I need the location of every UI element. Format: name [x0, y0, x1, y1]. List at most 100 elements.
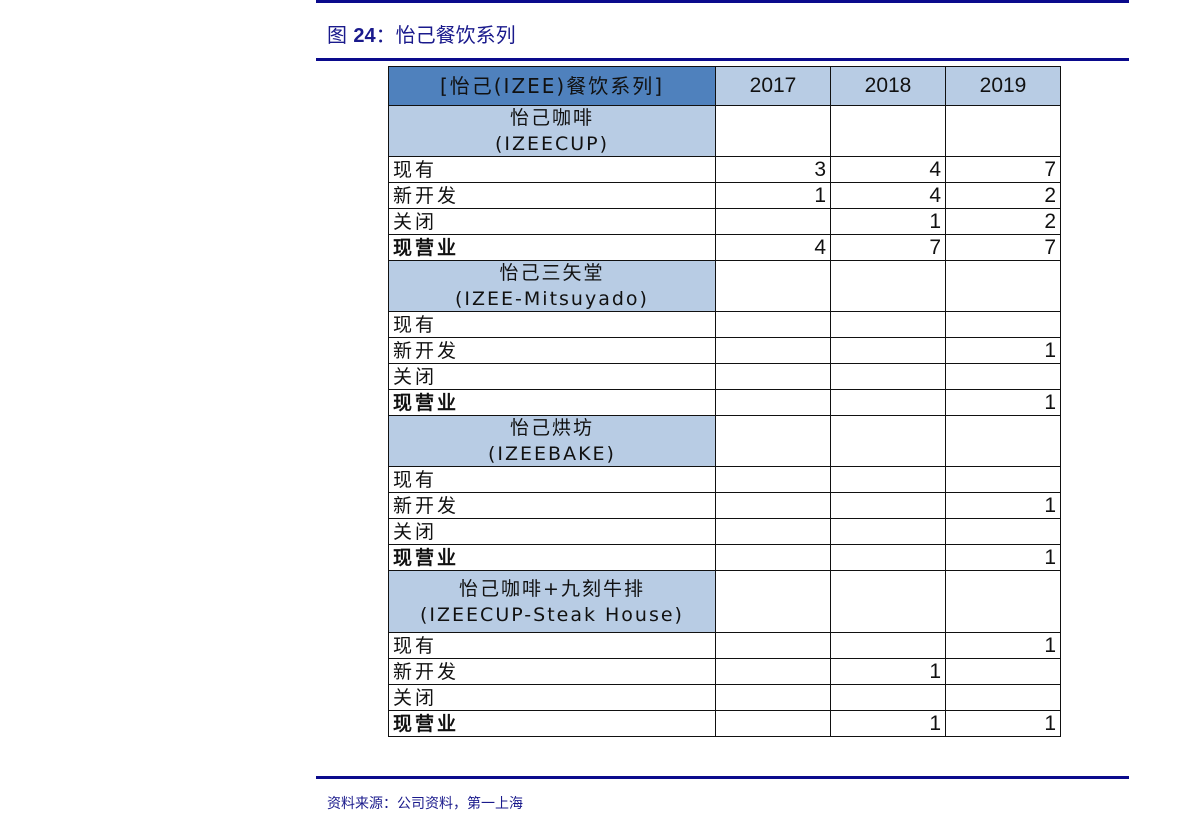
- value-cell: 2: [945, 208, 1061, 235]
- value-cell: 7: [830, 234, 946, 261]
- empty-cell: [715, 260, 831, 312]
- table-row: 新开发 1: [388, 492, 1061, 519]
- section-name: 怡己三矢堂: [499, 262, 605, 284]
- value-cell: [715, 208, 831, 235]
- section-title: 怡己三矢堂 (IZEE-Mitsuyado): [388, 260, 716, 312]
- row-label: 关闭: [388, 684, 716, 711]
- value-cell: [715, 466, 831, 493]
- section-name: 怡己烘坊: [509, 417, 594, 439]
- value-cell: 4: [830, 182, 946, 209]
- table-row: 关闭: [388, 518, 1061, 545]
- empty-cell: [830, 260, 946, 312]
- section-name: 怡己咖啡: [509, 107, 594, 129]
- empty-cell: [715, 415, 831, 467]
- row-label: 现有: [388, 632, 716, 659]
- empty-cell: [945, 260, 1061, 312]
- value-cell: [830, 632, 946, 659]
- row-label: 新开发: [388, 337, 716, 364]
- section-title: 怡己烘坊 (IZEEBAKE): [388, 415, 716, 467]
- section-header-row: 怡己三矢堂 (IZEE-Mitsuyado): [388, 260, 1061, 312]
- value-cell: 1: [830, 658, 946, 685]
- value-cell: [945, 311, 1061, 338]
- row-label: 现有: [388, 311, 716, 338]
- header-label: [怡己(IZEE)餐饮系列]: [388, 66, 716, 106]
- value-cell: 2: [945, 182, 1061, 209]
- header-year: 2019: [945, 66, 1061, 106]
- value-cell: 1: [830, 710, 946, 737]
- value-cell: 7: [945, 234, 1061, 261]
- table-row: 现有: [388, 466, 1061, 493]
- top-rule: [316, 0, 1129, 3]
- row-label: 新开发: [388, 492, 716, 519]
- empty-cell: [945, 415, 1061, 467]
- value-cell: [830, 363, 946, 390]
- bottom-rule: [316, 776, 1129, 779]
- value-cell: [830, 492, 946, 519]
- figure-title: 图 24：怡己餐饮系列: [327, 19, 516, 48]
- empty-cell: [830, 415, 946, 467]
- value-cell: [830, 684, 946, 711]
- value-cell: [945, 518, 1061, 545]
- empty-cell: [945, 105, 1061, 157]
- value-cell: 1: [715, 182, 831, 209]
- row-label: 现营业: [388, 389, 716, 416]
- header-year: 2017: [715, 66, 831, 106]
- value-cell: [830, 518, 946, 545]
- value-cell: [715, 389, 831, 416]
- empty-cell: [830, 570, 946, 633]
- row-label: 关闭: [388, 208, 716, 235]
- row-label: 现营业: [388, 234, 716, 261]
- table-row: 现营业 1: [388, 389, 1061, 416]
- value-cell: [715, 710, 831, 737]
- value-cell: 4: [715, 234, 831, 261]
- empty-cell: [945, 570, 1061, 633]
- table-row: 现有: [388, 311, 1061, 338]
- section-sub: (IZEE-Mitsuyado): [455, 288, 649, 310]
- section-header-row: 怡己咖啡(IZEECUP): [388, 105, 1061, 157]
- row-label: 现有: [388, 156, 716, 183]
- value-cell: [715, 632, 831, 659]
- value-cell: [830, 311, 946, 338]
- value-cell: [715, 337, 831, 364]
- table-row: 关闭: [388, 363, 1061, 390]
- row-label: 现有: [388, 466, 716, 493]
- value-cell: 7: [945, 156, 1061, 183]
- empty-cell: [715, 105, 831, 157]
- title-number: 24: [353, 25, 376, 47]
- section-sub: (IZEECUP-Steak House): [420, 603, 684, 626]
- value-cell: [830, 544, 946, 571]
- section-name: 怡己咖啡+九刻牛排: [459, 577, 645, 600]
- value-cell: 1: [945, 492, 1061, 519]
- value-cell: 1: [945, 710, 1061, 737]
- section-title: 怡己咖啡+九刻牛排 (IZEECUP-Steak House): [388, 570, 716, 633]
- header-year: 2018: [830, 66, 946, 106]
- section-sub: (IZEEBAKE): [488, 443, 616, 465]
- row-label: 新开发: [388, 658, 716, 685]
- header-row: [怡己(IZEE)餐饮系列] 2017 2018 2019: [388, 66, 1061, 106]
- value-cell: 4: [830, 156, 946, 183]
- value-cell: 1: [945, 544, 1061, 571]
- table-row: 新开发 1: [388, 658, 1061, 685]
- value-cell: [945, 684, 1061, 711]
- value-cell: 1: [945, 389, 1061, 416]
- empty-cell: [830, 105, 946, 157]
- value-cell: [715, 492, 831, 519]
- section-header-row: 怡己咖啡+九刻牛排 (IZEECUP-Steak House): [388, 570, 1061, 633]
- izee-table: [怡己(IZEE)餐饮系列] 2017 2018 2019 怡己咖啡(IZEEC…: [388, 66, 1061, 737]
- empty-cell: [715, 570, 831, 633]
- row-label: 现营业: [388, 710, 716, 737]
- value-cell: [945, 658, 1061, 685]
- value-cell: [715, 684, 831, 711]
- value-cell: 1: [945, 337, 1061, 364]
- row-label: 关闭: [388, 363, 716, 390]
- value-cell: [715, 363, 831, 390]
- title-rule: [316, 58, 1129, 61]
- value-cell: [830, 466, 946, 493]
